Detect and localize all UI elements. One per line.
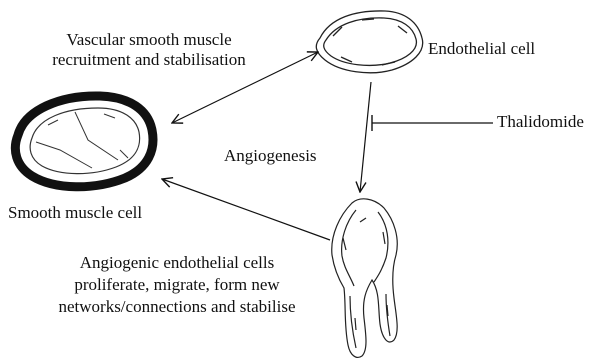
endothelial-cell-drawing	[316, 11, 422, 73]
angiogenesis-label: Angiogenesis	[224, 146, 317, 166]
smooth-muscle-cell-label: Smooth muscle cell	[8, 203, 142, 223]
vsm-label-line2: recruitment and stabilisation	[18, 50, 280, 70]
angiogenic-description: Angiogenic endothelial cells proliferate…	[18, 252, 336, 318]
vsm-label-line1: Vascular smooth muscle	[18, 30, 280, 50]
angiogenic-description-line3: networks/connections and stabilise	[18, 296, 336, 318]
arrow-angiogenesis	[360, 82, 371, 192]
endothelial-cell-label: Endothelial cell	[428, 39, 535, 59]
angiogenic-description-line1: Angiogenic endothelial cells	[18, 252, 336, 274]
angiogenic-cells-drawing	[332, 199, 398, 358]
smooth-muscle-cell-drawing	[15, 96, 153, 187]
angiogenic-description-line2: proliferate, migrate, form new	[18, 274, 336, 296]
arrow-sprout-to-smooth-muscle	[162, 179, 330, 240]
thalidomide-label: Thalidomide	[497, 112, 584, 132]
vsm-label: Vascular smooth muscle recruitment and s…	[18, 30, 280, 70]
